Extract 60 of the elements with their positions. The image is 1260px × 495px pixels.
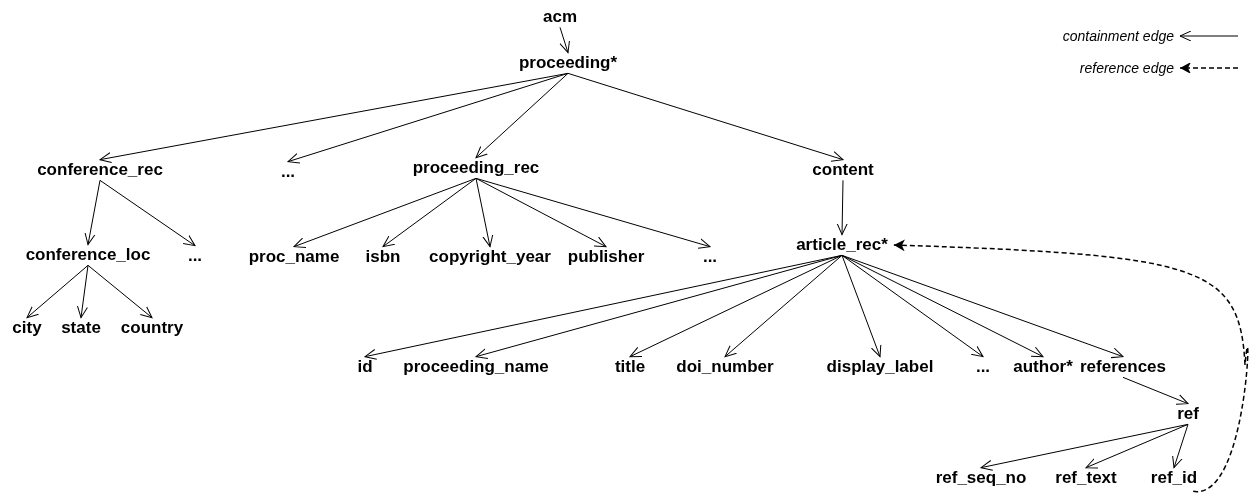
arrow [724, 254, 843, 358]
arrow [475, 177, 607, 248]
arrow [77, 264, 89, 319]
element-name: title [614, 357, 646, 377]
element-name: ... [187, 246, 203, 266]
arrow [1085, 423, 1189, 469]
arrow [475, 72, 569, 159]
reference-arrow [893, 239, 1249, 493]
arrow [841, 254, 882, 358]
element-name: id [357, 357, 373, 377]
element-name: article_rec* [796, 235, 888, 255]
arrow [26, 264, 89, 319]
arrow [841, 254, 1124, 359]
arrow [293, 177, 477, 248]
element-name: ... [702, 247, 718, 267]
arrow [382, 177, 477, 248]
element-name: ref_id [1150, 468, 1198, 488]
element-name: display_label [826, 357, 934, 377]
element-name: references [1080, 357, 1166, 377]
legend-label: containment edge [1062, 28, 1174, 44]
arrow [836, 179, 848, 236]
arrow [1122, 376, 1189, 405]
legend-label: reference edge [1079, 60, 1174, 76]
element-name: ... [280, 162, 296, 182]
element-name: acm [543, 7, 577, 27]
element-name: doi_number [676, 357, 774, 377]
element-name: isbn [365, 247, 401, 267]
arrow [475, 177, 711, 249]
arrow [980, 423, 1189, 471]
element-name: proceeding_rec [412, 158, 540, 178]
element-name: proceeding* [518, 53, 618, 73]
arrow [99, 72, 569, 164]
element-name: proc_name [248, 247, 340, 267]
element-name: country [120, 318, 184, 338]
element-name: ref [1177, 404, 1199, 424]
arrow [84, 179, 101, 246]
element-name: content [812, 160, 874, 180]
element-name: publisher [567, 247, 645, 267]
arrow [559, 26, 570, 54]
arrow [629, 254, 843, 358]
arrow [475, 177, 494, 248]
arrow [364, 254, 843, 360]
arrow [841, 254, 984, 358]
element-name: copyright_year [429, 247, 551, 267]
element-name: ref_seq_no [935, 468, 1027, 488]
arrow [287, 72, 569, 164]
element-name: proceeding_name [403, 357, 549, 377]
element-name: conference_rec [37, 160, 163, 180]
element-name: author* [1013, 357, 1073, 377]
arrow [87, 264, 153, 319]
element-name: state [61, 318, 101, 338]
arrow [475, 254, 843, 360]
element-name: ref_text [1055, 468, 1117, 488]
element-name: city [12, 318, 42, 338]
element-name: ... [975, 357, 991, 377]
arrow [567, 72, 844, 162]
arrow [1172, 423, 1189, 469]
arrow [99, 179, 196, 247]
element-name: conference_loc [25, 245, 151, 265]
arrow [841, 254, 1044, 358]
